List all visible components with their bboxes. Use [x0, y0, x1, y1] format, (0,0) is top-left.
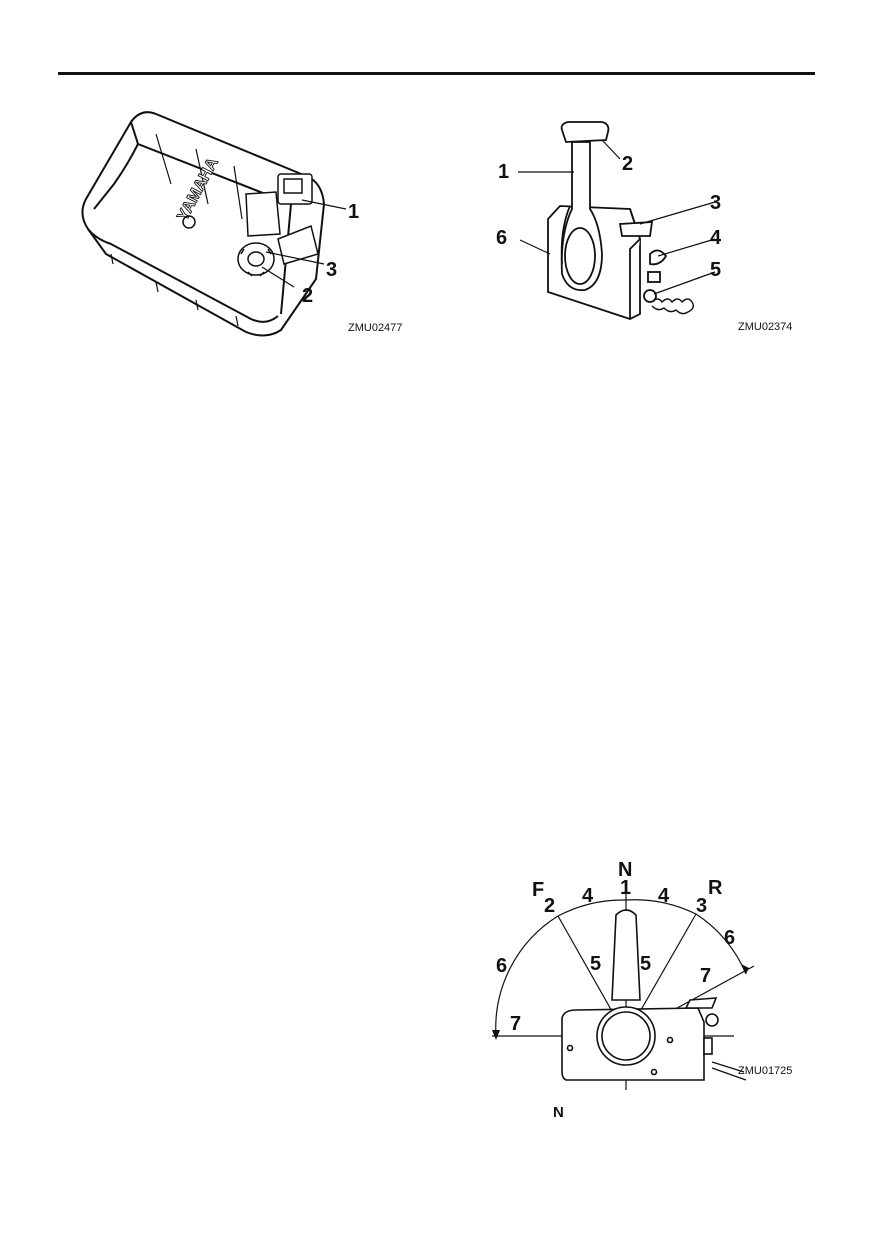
- callout-4-left: 4: [582, 885, 594, 907]
- callout-5-left: 5: [590, 953, 601, 975]
- callout-7-left: 7: [510, 1013, 521, 1035]
- figure-code: ZMU02374: [738, 321, 792, 333]
- figure-code: ZMU01725: [738, 1065, 792, 1077]
- key-switch: [649, 249, 668, 266]
- callout-6: 6: [496, 227, 507, 249]
- callout-3: 3: [696, 895, 707, 917]
- coiled-cord: [651, 298, 695, 315]
- callout-5-right: 5: [640, 953, 651, 975]
- figure-code: ZMU02477: [348, 322, 402, 334]
- callout-3: 3: [710, 192, 721, 214]
- callout-2: 2: [622, 153, 633, 175]
- callout-2: 2: [302, 285, 313, 307]
- filler-cap: [237, 224, 319, 277]
- neutral-symbol-text: N: [553, 1104, 564, 1121]
- callout-7-right: 7: [700, 965, 711, 987]
- remote-control-figure: 1 2 3 4 5 6 ZMU02374: [490, 114, 810, 339]
- fuel-connector: [245, 173, 313, 237]
- control-handle: [611, 909, 641, 1001]
- callout-1: 1: [348, 201, 359, 223]
- tank-outline: [81, 111, 326, 337]
- callout-4: 4: [710, 227, 722, 249]
- callout-6-right: 6: [724, 927, 735, 949]
- callout-3: 3: [326, 259, 337, 281]
- brand-logo: YAMAHA: [175, 155, 222, 224]
- callout-4-right: 4: [658, 885, 670, 907]
- label-forward: F: [532, 879, 544, 901]
- callout-1: 1: [620, 877, 631, 899]
- callout-6-left: 6: [496, 955, 507, 977]
- callout-1: 1: [498, 161, 509, 183]
- label-reverse: R: [708, 877, 723, 899]
- label-neutral: N: [618, 859, 632, 881]
- fuel-tank-figure: YAMAHA 1 3 2 ZMU02477: [66, 104, 416, 344]
- shift-diagram-figure: N F R 1 2 3 4 4 5 5 6 6 7 7 ZMU01725: [490, 850, 810, 1095]
- header-rule: [58, 72, 815, 75]
- callout-2: 2: [544, 895, 555, 917]
- callout-5: 5: [710, 259, 721, 281]
